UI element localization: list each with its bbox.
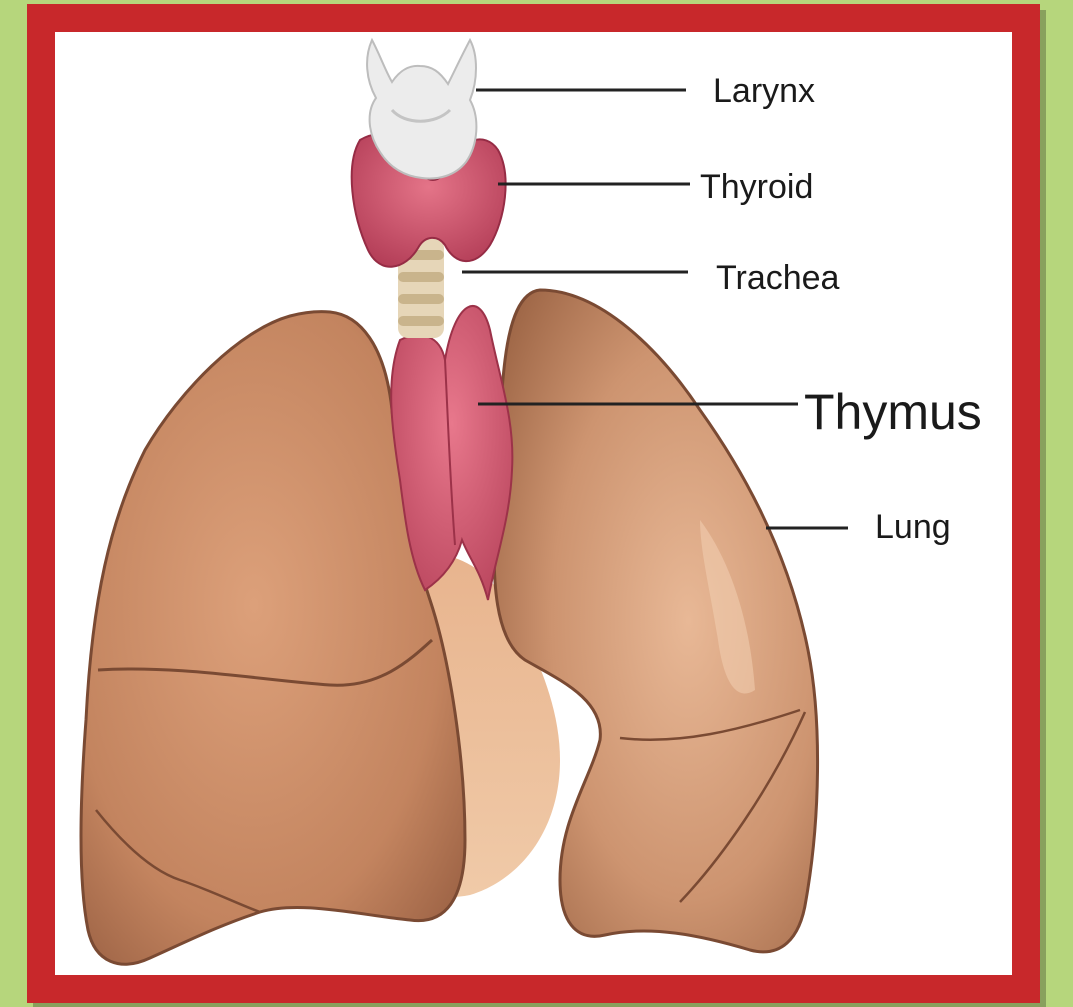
label-trachea: Trachea <box>716 259 839 298</box>
larynx <box>367 40 476 178</box>
label-lung: Lung <box>875 508 951 547</box>
label-thyroid: Thyroid <box>700 168 813 207</box>
right-lung <box>494 290 817 952</box>
label-larynx: Larynx <box>713 72 815 111</box>
label-thymus: Thymus <box>804 383 982 441</box>
